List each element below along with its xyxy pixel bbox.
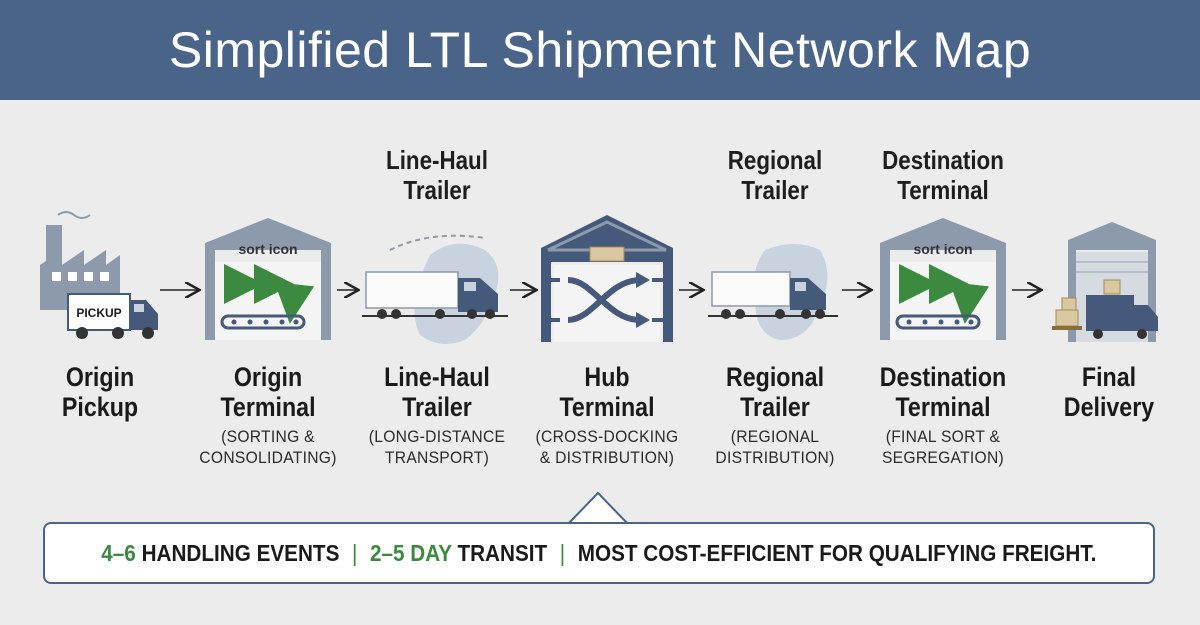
final-delivery-icon bbox=[1052, 222, 1158, 342]
pickup-truck-icon: PICKUP bbox=[67, 293, 158, 339]
stage-title-line2: Terminal bbox=[220, 392, 316, 422]
stage-title-line2: Trailer bbox=[402, 392, 472, 422]
stage-regional-trailer: Regional Trailer (REGIONAL DISTRIBUTION) bbox=[685, 362, 865, 468]
stage-hub-terminal: Hub Terminal (CROSS-DOCKING & DISTRIBUTI… bbox=[517, 362, 697, 468]
stage-desc-line1: (REGIONAL bbox=[730, 427, 820, 446]
upper-label-destination-line1: Destination bbox=[882, 145, 1004, 175]
stage-desc: (CROSS-DOCKING & DISTRIBUTION) bbox=[524, 426, 690, 468]
sort-icon-label-2: sort icon bbox=[913, 241, 972, 257]
stage-title-line2: Terminal bbox=[895, 392, 991, 422]
summary-transit-days: 2–5 DAY bbox=[370, 539, 452, 566]
upper-label-linehaul-line2: Trailer bbox=[403, 175, 471, 205]
summary-cost-note: MOST COST-EFFICIENT FOR QUALIFYING FREIG… bbox=[577, 539, 1097, 566]
page-title: Simplified LTL Shipment Network Map bbox=[168, 22, 1032, 78]
callout-pointer bbox=[568, 491, 628, 525]
stage-desc-line1: (CROSS-DOCKING bbox=[535, 427, 679, 446]
stage-title-line1: Destination bbox=[879, 362, 1007, 392]
stage-title-line2: Pickup bbox=[61, 392, 139, 422]
stage-desc: (SORTING & CONSOLIDATING) bbox=[185, 426, 351, 468]
destination-terminal-icon: sort icon bbox=[880, 218, 1006, 340]
upper-label-regional-line2: Trailer bbox=[741, 175, 809, 205]
upper-label-linehaul-line1: Line-Haul bbox=[386, 145, 488, 175]
stage-desc-line2: TRANSPORT) bbox=[384, 448, 490, 467]
upper-label-regional-line1: Regional bbox=[727, 145, 823, 175]
summary-text: 4–6 HANDLING EVENTS | 2–5 DAY TRANSIT | MOST… bbox=[101, 540, 1096, 567]
title-bar: Simplified LTL Shipment Network Map bbox=[0, 0, 1200, 100]
summary-handling-count: 4–6 bbox=[101, 539, 136, 566]
upper-label-destination-line2: Terminal bbox=[897, 175, 989, 205]
stage-destination-terminal: Destination Terminal (FINAL SORT & SEGRE… bbox=[853, 362, 1033, 468]
linehaul-truck-icon bbox=[362, 234, 508, 344]
summary-transit-label: TRANSIT bbox=[451, 539, 548, 566]
upper-label-destination: Destination Terminal bbox=[866, 145, 1021, 205]
stage-desc: (REGIONAL DISTRIBUTION) bbox=[692, 426, 858, 468]
origin-terminal-icon: sort icon bbox=[205, 218, 331, 340]
stage-title-line1: Origin bbox=[65, 362, 135, 392]
regional-truck-icon bbox=[708, 244, 838, 340]
pickup-label: PICKUP bbox=[76, 306, 121, 320]
stage-desc-line2: & DISTRIBUTION) bbox=[539, 448, 675, 467]
stage-title-line1: Final bbox=[1081, 362, 1137, 392]
stage-origin-terminal: Origin Terminal (SORTING & CONSOLIDATING… bbox=[178, 362, 358, 468]
summary-separator-2: | bbox=[559, 539, 566, 566]
stage-title-line1: Origin bbox=[233, 362, 303, 392]
stage-desc-line1: (LONG-DISTANCE bbox=[368, 427, 506, 446]
upper-label-linehaul: Line-Haul Trailer bbox=[360, 145, 515, 205]
summary-bar: 4–6 HANDLING EVENTS | 2–5 DAY TRANSIT | MOST… bbox=[43, 522, 1155, 584]
network-icons: PICKUP sort icon bbox=[40, 211, 1158, 344]
stage-title-line1: Regional bbox=[725, 362, 825, 392]
stage-desc-line1: (FINAL SORT & bbox=[885, 427, 1001, 446]
sort-icon-label-1: sort icon bbox=[238, 241, 297, 257]
stage-title-line2: Terminal bbox=[559, 392, 655, 422]
stage-title-line1: Line-Haul bbox=[384, 362, 490, 392]
summary-separator-1: | bbox=[352, 539, 358, 566]
stage-final-delivery: Final Delivery bbox=[1019, 362, 1199, 422]
upper-label-regional: Regional Trailer bbox=[698, 145, 853, 205]
stage-desc: (LONG-DISTANCE TRANSPORT) bbox=[354, 426, 520, 468]
stage-title-line2: Trailer bbox=[740, 392, 810, 422]
stage-desc-line2: DISTRIBUTION) bbox=[715, 448, 835, 467]
stage-desc: (FINAL SORT & SEGREGATION) bbox=[860, 426, 1026, 468]
stage-desc-line1: (SORTING & bbox=[221, 427, 315, 446]
hub-terminal-icon bbox=[541, 215, 673, 342]
stage-title-line2: Delivery bbox=[1063, 392, 1155, 422]
summary-handling-label: HANDLING EVENTS bbox=[135, 539, 340, 566]
stage-title-line1: Hub bbox=[584, 362, 630, 392]
stage-origin-pickup: Origin Pickup bbox=[10, 362, 190, 422]
stage-desc-line2: SEGREGATION) bbox=[881, 448, 1005, 467]
stage-linehaul-trailer: Line-Haul Trailer (LONG-DISTANCE TRANSPO… bbox=[347, 362, 527, 468]
stage-desc-line2: CONSOLIDATING) bbox=[199, 448, 337, 467]
